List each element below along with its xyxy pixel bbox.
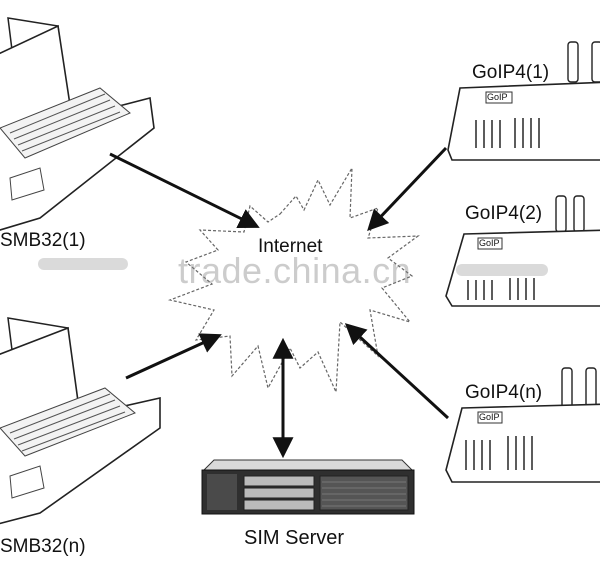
watermark-smear-left bbox=[38, 258, 128, 270]
goip4-2-label: GoIP4(2) bbox=[465, 203, 543, 224]
arrow-goip1-to-internet bbox=[367, 146, 448, 232]
smb32-n-label: SMB32(n) bbox=[0, 536, 86, 557]
goip4-2-device bbox=[445, 195, 600, 307]
sim-server-device bbox=[201, 459, 415, 515]
sim-server-label: SIM Server bbox=[244, 527, 345, 549]
goip1-brand-label: GoIP bbox=[487, 92, 508, 102]
goip2-brand-label: GoIP bbox=[479, 238, 500, 248]
smb32-n-device bbox=[0, 317, 161, 525]
watermark-smear-right bbox=[456, 264, 548, 276]
goip4-n-label: GoIP4(n) bbox=[465, 382, 543, 403]
arrow-goipn-to-internet bbox=[344, 323, 450, 420]
smb32-1-device bbox=[0, 17, 155, 231]
smb32-1-label: SMB32(1) bbox=[0, 230, 86, 251]
connection-arrows bbox=[109, 146, 450, 459]
goipn-brand-label: GoIP bbox=[479, 412, 500, 422]
goip4-n-device bbox=[445, 367, 600, 483]
arrow-smbn-to-internet bbox=[125, 333, 222, 380]
arrow-smb1-to-internet bbox=[109, 152, 260, 228]
internet-label: Internet bbox=[258, 236, 323, 257]
goip4-1-device bbox=[447, 41, 600, 161]
watermark-text: trade.china.cn bbox=[178, 250, 412, 291]
goip4-1-label: GoIP4(1) bbox=[472, 62, 550, 83]
